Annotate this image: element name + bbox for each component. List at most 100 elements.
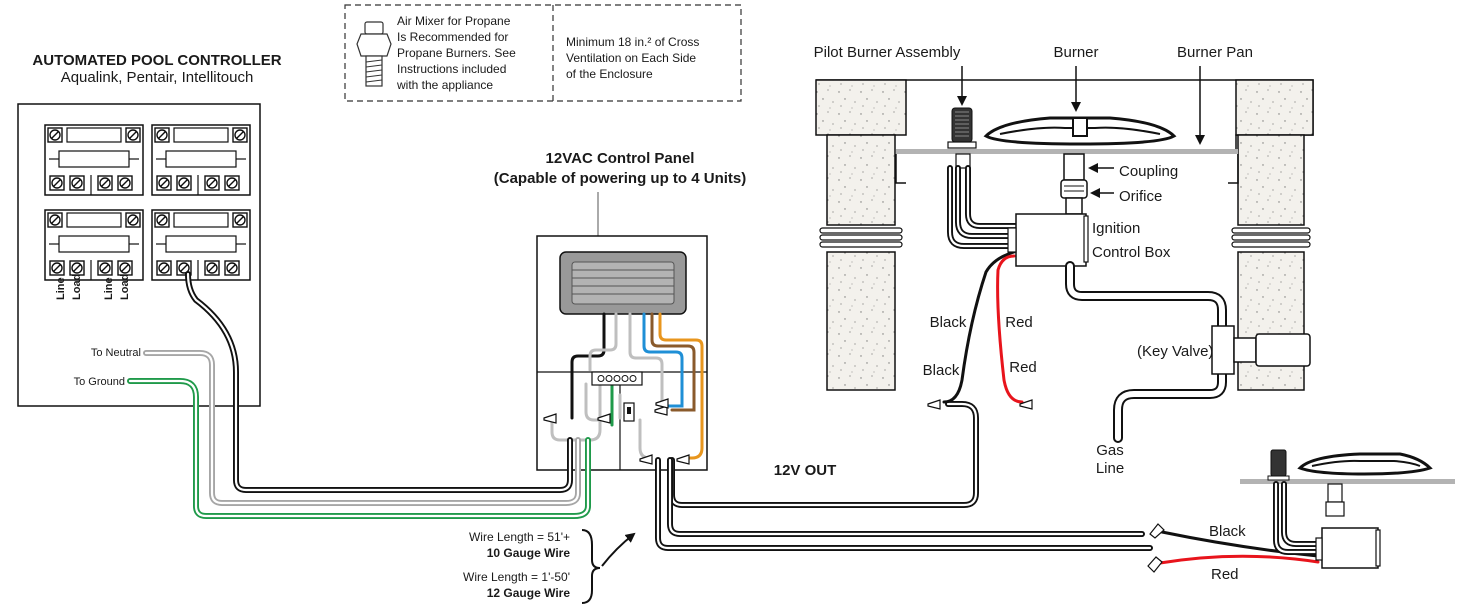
pilot-label: Pilot Burner Assembly: [814, 44, 961, 61]
key-valve-label: (Key Valve): [1137, 343, 1213, 360]
second-pan: [1240, 479, 1455, 484]
second-box-edge: [1375, 529, 1381, 567]
relay-label-load: Load: [71, 274, 83, 300]
mixer-note-line5: with the appliance: [396, 78, 493, 92]
gauge-brace: [581, 529, 601, 604]
relay-4-screw-top-right-slot: [236, 216, 244, 224]
second-burner: [1297, 452, 1433, 476]
second-pilot-tubes: [1273, 481, 1323, 555]
relay-4-fuse: [165, 235, 237, 253]
relay-2-terminal-4-slot: [228, 179, 236, 187]
relay-4-terminal-2-slot: [180, 264, 188, 272]
relay-3-terminal-2-slot: [73, 264, 81, 272]
gauge-arrow: [601, 532, 636, 567]
second-box-connector: [1315, 537, 1323, 561]
ignition-box-edge: [1083, 215, 1089, 263]
control-panel: 12VAC Control Panel (Capable of powering…: [494, 150, 837, 479]
relay-3-screw-top-right-slot: [129, 216, 137, 224]
relay-label-line-2: Line: [103, 277, 115, 300]
relay-1-terminal-4-slot: [121, 179, 129, 187]
relay-4-terminal-1-slot: [160, 264, 168, 272]
ignition-control-box: [1015, 213, 1087, 267]
second-ignition-box: [1321, 527, 1379, 569]
relay-3-screw-top-left-slot: [51, 216, 59, 224]
orifice-fitting: [1065, 197, 1083, 215]
block-bottom-right: [1237, 251, 1305, 391]
controller-title: AUTOMATED POOL CONTROLLER: [32, 52, 281, 69]
second-black-label: Black: [1209, 523, 1246, 540]
panel-internal-wires: [550, 312, 704, 460]
relay-1-terminal-3-slot: [101, 179, 109, 187]
notes-box: Air Mixer for Propane Is Recommended for…: [344, 4, 742, 102]
relay-3-terminal-1-slot: [53, 264, 61, 272]
coupling-label: Coupling: [1119, 163, 1178, 180]
panel-title-line1: 12VAC Control Panel: [546, 150, 695, 167]
transformer: [559, 251, 687, 315]
relay-2-terminal-1-slot: [160, 179, 168, 187]
relay-2-terminal-3-slot: [208, 179, 216, 187]
red-lead-upper-label: Red: [1005, 314, 1033, 331]
burner-pan: [896, 149, 1238, 154]
red-lead-lower-label: Red: [1009, 359, 1037, 376]
gas-pipe: [1065, 261, 1227, 443]
burner-ring: [983, 116, 1177, 146]
block-mid-left: [826, 134, 896, 226]
ignition-label-1: Ignition: [1092, 220, 1140, 237]
coupling: [1063, 153, 1085, 181]
mixer-note-line4: Instructions included: [397, 62, 506, 76]
orifice: [1060, 179, 1088, 199]
relay-3-terminal-3-slot: [101, 264, 109, 272]
mixer-note-line3: Propane Burners. See: [397, 46, 516, 60]
second-pilot: [1270, 449, 1287, 477]
short-wire-gauge: 12 Gauge Wire: [487, 586, 571, 600]
relay-2-label-slot: [173, 127, 229, 143]
panel-title-line2: (Capable of powering up to 4 Units): [494, 170, 747, 187]
spacer-rings-right: [1231, 227, 1311, 248]
controller-subtitle: Aqualink, Pentair, Intellitouch: [61, 69, 254, 86]
black-lead-upper-label: Black: [930, 314, 967, 331]
relay-3-fuse: [58, 235, 130, 253]
long-wire-gauge: 10 Gauge Wire: [487, 546, 571, 560]
burner-assembly: Pilot Burner Assembly Burner Burner Pan: [814, 44, 1314, 477]
field-wire-nuts: [927, 399, 1165, 573]
burner-pan-label: Burner Pan: [1177, 44, 1253, 61]
relay-4-label-slot: [173, 212, 229, 228]
relay-4-terminal-3-slot: [208, 264, 216, 272]
relay-1-screw-top-right-slot: [129, 131, 137, 139]
ignition-box-connector: [1007, 227, 1017, 253]
second-unit: Black Red: [1209, 449, 1455, 583]
12v-out-label: 12V OUT: [774, 462, 837, 479]
relay-2-screw-top-left-slot: [158, 131, 166, 139]
short-wire-length: Wire Length = 1'-50': [463, 570, 570, 584]
relay-1-terminal-2-slot: [73, 179, 81, 187]
relay-4-screw-top-left-slot: [158, 216, 166, 224]
relay-1-label-slot: [66, 127, 122, 143]
vent-note-line3: of the Enclosure: [566, 67, 653, 81]
relay-2-terminal-2-slot: [180, 179, 188, 187]
panel-wire-nuts: [543, 398, 690, 465]
notes-border: [344, 4, 742, 102]
second-coupling: [1327, 483, 1343, 503]
pan-brackets: [895, 154, 1239, 184]
second-orifice: [1325, 501, 1345, 517]
relay-3-label-slot: [66, 212, 122, 228]
terminal-screws: [597, 375, 637, 382]
block-mid-right: [1237, 134, 1305, 226]
second-burner-inner: [1311, 459, 1421, 467]
relay-3-terminal-4-slot: [121, 264, 129, 272]
pilot-tubes: [947, 165, 1019, 249]
relay-1-screw-top-left-slot: [51, 131, 59, 139]
spacer-rings-left: [819, 227, 903, 248]
block-bottom-left: [826, 251, 896, 391]
block-top-left: [815, 79, 907, 136]
orifice-label: Orifice: [1119, 188, 1162, 205]
relay-2-fuse: [165, 150, 237, 168]
relay-1-terminal-1-slot: [53, 179, 61, 187]
long-wire-length: Wire Length = 51'+: [469, 530, 570, 544]
orifice-threads: [1064, 185, 1084, 192]
relay-1-fuse: [58, 150, 130, 168]
black-lead-lower-label: Black: [923, 362, 960, 379]
relay-modules: [44, 124, 251, 281]
gas-line-label-2: Line: [1096, 460, 1124, 477]
second-red-label: Red: [1211, 566, 1239, 583]
